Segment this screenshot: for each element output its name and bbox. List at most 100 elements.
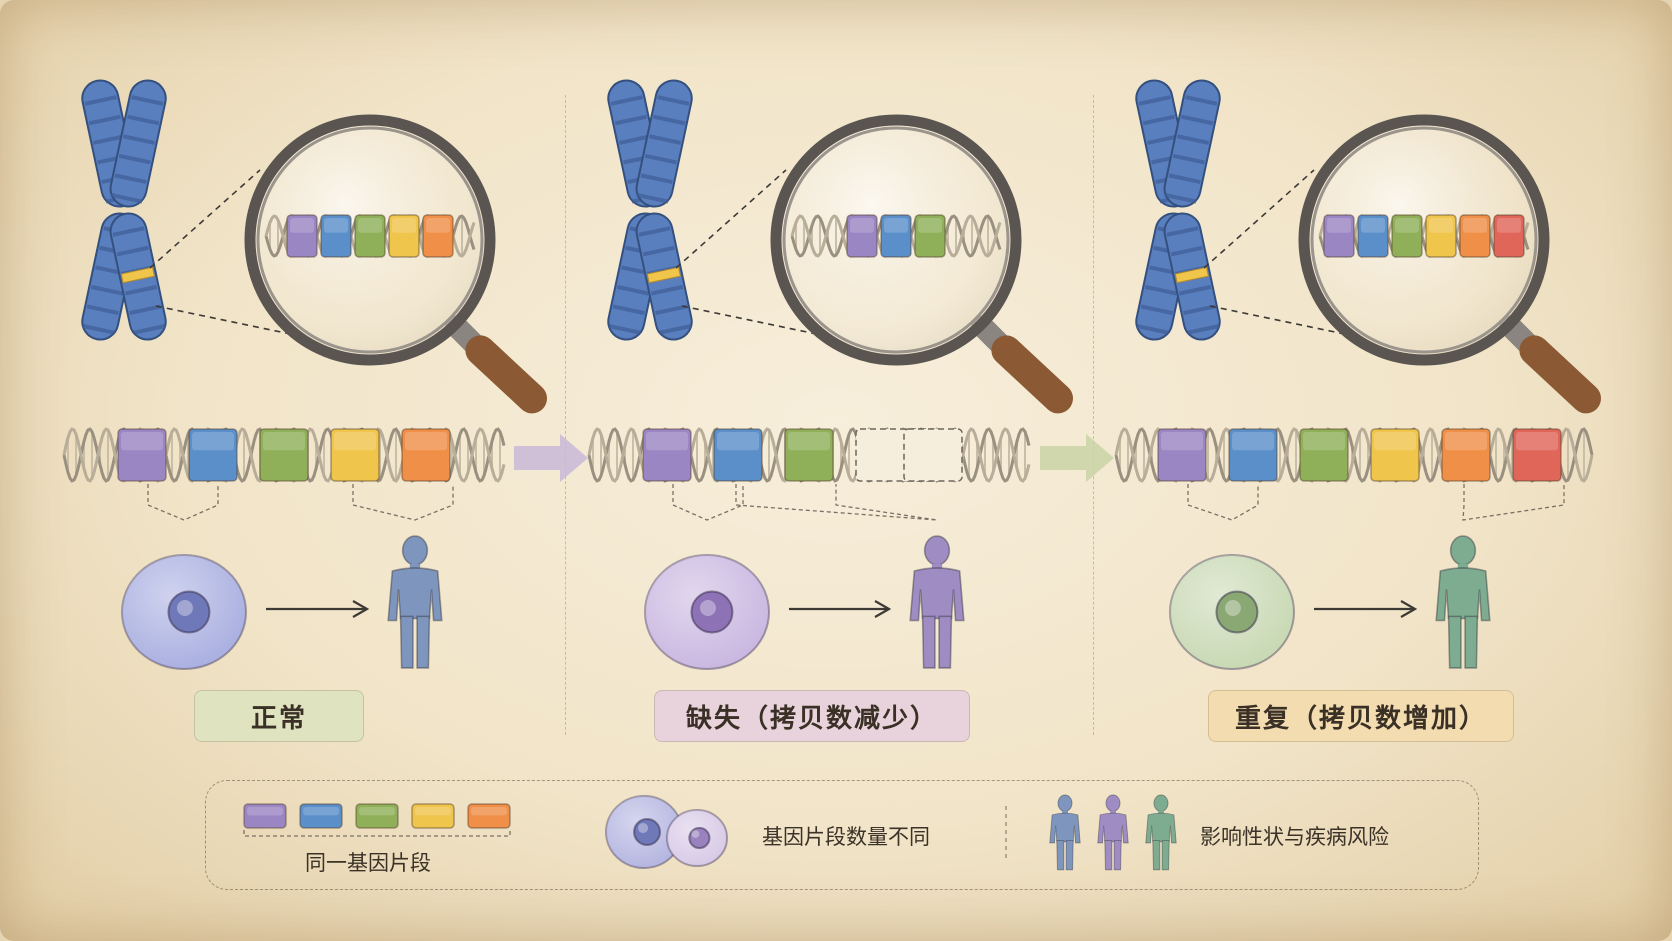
lens-gene-segment-shine [1429,218,1453,233]
magnifier-rim-inner [782,126,1010,354]
chromosome-band [131,95,164,106]
chromosome-band [642,245,675,257]
lens-gene-segment-shine [392,218,416,233]
person-leg [1104,840,1113,871]
gene-segment [330,428,380,482]
label-deletion: 缺失（拷贝数减少） [654,690,970,742]
person-figure [387,535,443,669]
zoom-line [1209,305,1355,337]
chromosome-band [610,95,643,106]
person-leg [416,615,431,669]
lens-gene-segment-shine [850,218,874,233]
gene-segment [784,428,834,482]
magnifier-rim-inner [1310,126,1538,354]
gene-segment-shine [1445,432,1487,451]
chromosome-band [614,114,647,126]
cell-to-person-arrow-head [874,600,892,618]
magnifier-handle [991,335,1073,414]
gene-segment [642,428,692,482]
chromosome-band [129,304,162,316]
legend-person [1097,794,1129,871]
gene-segment-shine [646,432,688,451]
person-neck [1457,563,1469,571]
chromosome-band [92,134,126,145]
gene-segment [1441,428,1491,482]
chromatid-arm [109,79,167,208]
lens-gene-segment [1459,214,1491,258]
chromosome-band [1146,134,1180,145]
gene-segment-shine [334,432,376,451]
chromosome-band [84,95,117,106]
legend-cell [666,809,728,867]
chromosome-band [653,114,686,126]
legend-cell [605,795,683,869]
chromosome-band [1178,284,1212,296]
chromosome-band [1168,173,1201,184]
cell [121,554,247,670]
dna-to-person-connector [735,484,938,521]
gene-segment [259,428,309,482]
lens-gene-segment [388,214,420,258]
chromosome-band [1176,134,1210,145]
lens-gene-segment-shine [1361,218,1385,233]
lens-gene-segment-shine [1497,218,1521,233]
magnifier [244,114,547,414]
person-leg [399,615,414,669]
gene-segment [1512,428,1562,482]
gene-segment-shine [405,432,447,451]
gene-segment-shine [717,432,759,451]
person-head [401,535,429,566]
person-leg [938,615,953,669]
chromosome-band [1170,245,1203,257]
dna-to-cell-connector [672,484,744,521]
person-leg [921,615,936,669]
panel-divider [1093,95,1094,735]
legend-gene-segment [355,803,399,829]
chromosome-band [124,284,158,296]
lens-gene-segment [1493,214,1525,258]
legend-segments-label: 同一基因片段 [305,851,431,875]
person-head [1449,535,1477,566]
chromosome-band [640,173,673,184]
person-leg [1113,840,1122,871]
lens-gene-segment-shine [1463,218,1487,233]
lens-gene-segment [1323,214,1355,258]
chromosome [81,79,167,341]
chromosome-band [1183,304,1216,316]
cell [644,554,770,670]
chromatid-arm [1163,79,1221,208]
magnifier [1298,114,1601,414]
person-neck [1062,810,1068,815]
cell-nucleolus [176,600,193,616]
person-torso [1097,812,1129,844]
gene-segment [117,428,167,482]
legend-gene-segment [243,803,287,829]
chromosome-band [127,114,160,126]
legend-gene-segment-shine [359,807,395,816]
person-torso [1435,567,1491,622]
gene-segment-shine [1232,432,1274,451]
gene-segment-shine [788,432,830,451]
cell-nucleolus [638,822,649,834]
gene-segment-shine [1374,432,1416,451]
magnifier-handle [1519,335,1601,414]
person-torso [387,567,443,622]
panel-divider [565,95,566,735]
person-leg [1447,615,1462,669]
cell-nucleus [633,818,661,846]
label-normal: 正常 [194,690,364,742]
legend-copy-number-label: 基因片段数量不同 [762,825,930,849]
chromosome-band [655,304,688,316]
legend-gene-segment [299,803,343,829]
chromatid-arm [635,79,693,208]
lens-gene-segment-shine [918,218,942,233]
person-leg [1065,840,1074,871]
zoom-line [675,169,787,269]
legend-gene-segment [467,803,511,829]
lens-gene-segment [286,214,318,258]
lens-gene-segment [354,214,386,258]
gene-segment-shine [1161,432,1203,451]
chromosome-band [1172,153,1205,165]
chromosome-band [1140,304,1173,316]
person-leg [1464,615,1479,669]
